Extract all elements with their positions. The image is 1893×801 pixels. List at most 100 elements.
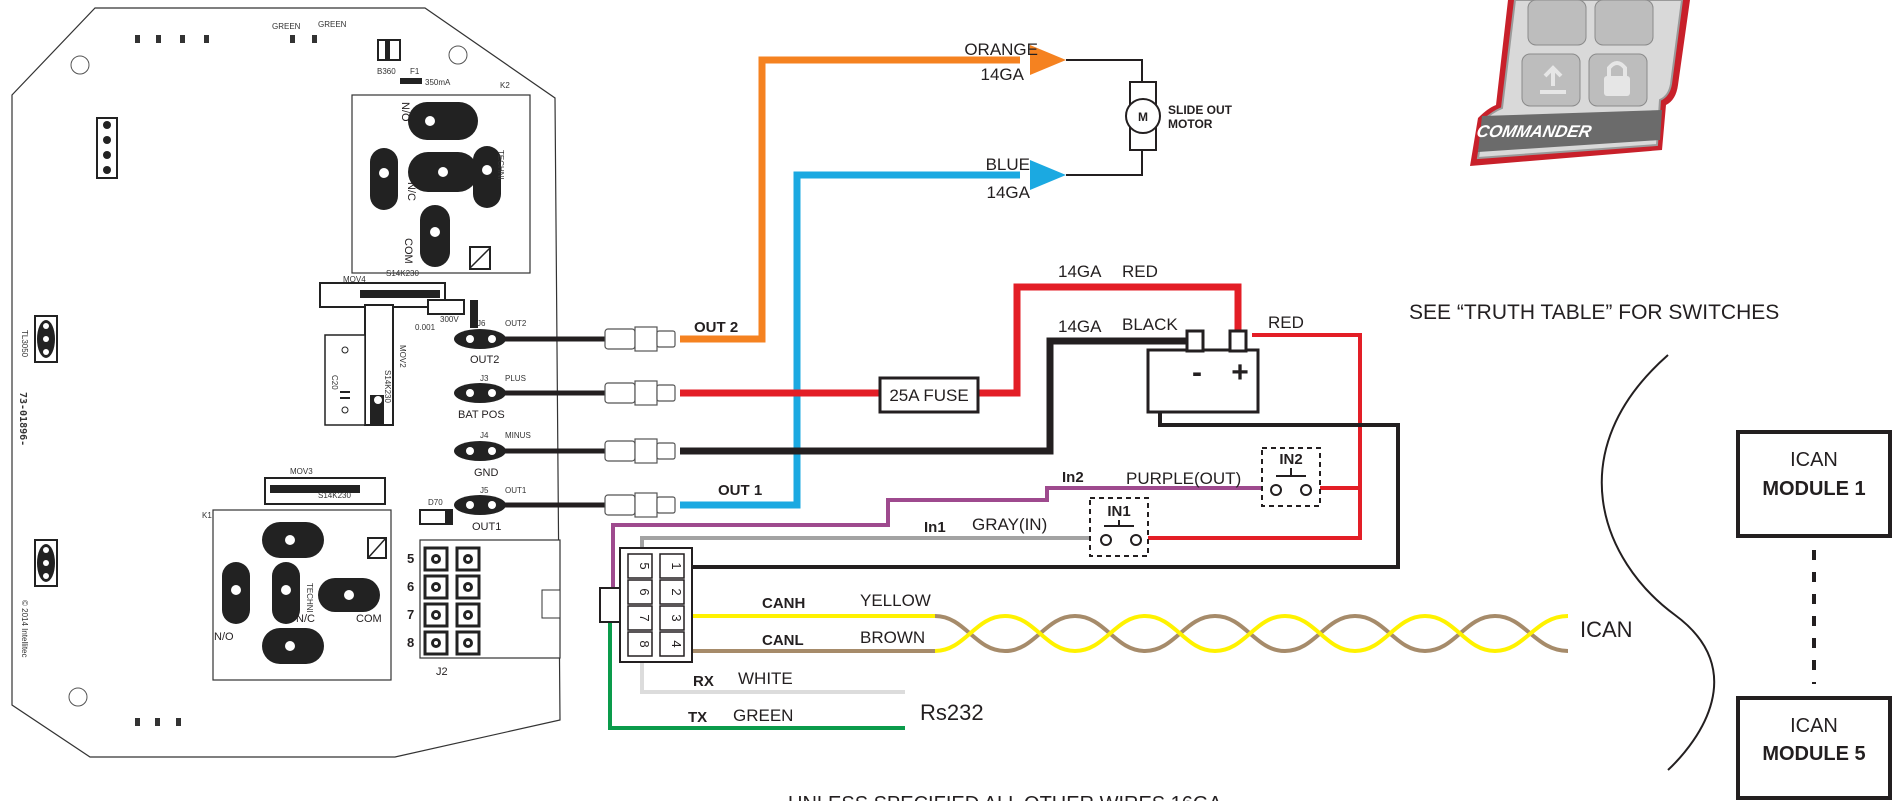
- wire-gray: [640, 536, 1100, 563]
- pin-label: 6: [637, 588, 652, 595]
- j2-pin-label: 5: [407, 551, 414, 566]
- terminal-silk: GND: [474, 467, 499, 479]
- cap-value: 0.001: [415, 323, 436, 332]
- rx-color-label: WHITE: [738, 669, 793, 688]
- fuse-label: F1: [410, 67, 420, 76]
- led-label: GREEN: [272, 22, 301, 31]
- ican-module-1: ICAN MODULE 1: [1736, 430, 1892, 538]
- relay-com: COM: [356, 613, 382, 625]
- mov3-part: S14K230: [318, 491, 351, 500]
- in1-wire-label: GRAY(IN): [972, 515, 1047, 534]
- motor-label: MOTOR: [1168, 117, 1213, 131]
- truth-table-note: SEE “TRUTH TABLE” FOR SWITCHES: [1409, 301, 1779, 324]
- module-line2: MODULE 5: [1762, 743, 1865, 765]
- cap-c20: C20: [330, 375, 339, 390]
- mov4-label: MOV4: [343, 275, 366, 284]
- pin-label: 8: [637, 640, 652, 647]
- regulator-bottom: [34, 539, 58, 587]
- switch-in1: IN1: [1089, 497, 1149, 557]
- terminal-name: MINUS: [505, 431, 531, 440]
- mov2-label: MOV2: [398, 345, 407, 368]
- canl-color-label: BROWN: [860, 628, 925, 647]
- mov2-part: S14K230: [383, 370, 392, 403]
- in1-label: In1: [924, 519, 946, 536]
- terminal-silk: BAT POS: [458, 409, 505, 421]
- relay-no: N/O: [214, 631, 234, 643]
- orange-color-label: ORANGE: [964, 40, 1038, 59]
- terminal-out2: J6 OUT2 OUT2: [454, 319, 527, 366]
- diode-d70-label: D70: [428, 498, 443, 507]
- fuse-rating: 350mA: [425, 78, 451, 87]
- switch-in1-label: IN1: [1107, 503, 1130, 520]
- relay-k2: K2 N/O N/C COM TECHNI: [351, 81, 531, 274]
- blue-color-label: BLUE: [986, 155, 1030, 174]
- regulator-top: TL3050: [20, 315, 58, 363]
- mount-hole: [448, 45, 468, 65]
- wire-labels: ORANGE 14GA BLUE 14GA OUT 2 OUT 1 14GA R…: [688, 40, 1633, 726]
- wire-blue: [680, 171, 1020, 509]
- terminal-silk: OUT2: [470, 354, 499, 366]
- ican-module-5: ICAN MODULE 5: [1736, 696, 1892, 800]
- mov4: MOV4 S14K230 0.001 300V: [319, 269, 478, 332]
- wire-black-14ga: [680, 337, 1194, 455]
- j2-pin-label: 7: [407, 607, 414, 622]
- module-bracket: [1600, 354, 1716, 771]
- arrow-orange: [1030, 45, 1066, 75]
- out1-label: OUT 1: [718, 482, 762, 499]
- rs232-label: Rs232: [920, 700, 984, 725]
- terminal-gnd: J4 MINUS GND: [454, 431, 531, 479]
- commander-logo: COMMANDER: [1470, 0, 1690, 166]
- module-line2: MODULE 1: [1762, 478, 1865, 500]
- regulator-label: TL3050: [20, 330, 29, 358]
- diode-d70: [419, 509, 453, 525]
- relay-nc: N/C: [296, 613, 315, 625]
- red-battery-label: RED: [1268, 313, 1304, 332]
- relay-k1: K1 N/O N/C COM TECHNI: [202, 509, 392, 681]
- cap-rating: 300V: [440, 315, 459, 324]
- red-gauge-label: 14GA: [1058, 262, 1102, 281]
- harness-connector: 5 1 6 2 7 3 8 4: [599, 547, 693, 663]
- motor-label: SLIDE OUT: [1168, 103, 1233, 117]
- wire-purple: [611, 486, 1272, 594]
- copyright: © 2014 Intellitec: [20, 600, 29, 657]
- switch-in2-label: IN2: [1279, 451, 1302, 468]
- motor-lead: [1066, 59, 1143, 82]
- control-board: GREEN GREEN B360 F1 350mA K2 N/O N/C: [11, 7, 561, 758]
- terminal-silk: OUT1: [472, 521, 501, 533]
- relay-nc: N/C: [405, 182, 417, 201]
- motor-lead: [1066, 150, 1143, 176]
- battery-plus: +: [1231, 356, 1249, 389]
- j2-pin-label: 6: [407, 579, 414, 594]
- fuse-f1: [400, 78, 422, 84]
- tx-color-label: GREEN: [733, 706, 793, 725]
- battery: - +: [1146, 329, 1260, 414]
- relay-no: N/O: [399, 102, 411, 122]
- relay-k1-label: K1: [202, 511, 212, 520]
- twisted-pair: [934, 613, 1569, 654]
- canh-color-label: YELLOW: [860, 591, 931, 610]
- out2-label: OUT 2: [694, 319, 738, 336]
- pin-label: 4: [669, 640, 684, 647]
- terminal-name: OUT2: [505, 319, 527, 328]
- terminal-name: OUT1: [505, 486, 527, 495]
- wire-red-battery: [1145, 333, 1362, 540]
- relay-coil: TECHNI: [305, 583, 314, 613]
- terminal-bat-pos: J3 PLUS BAT POS: [454, 374, 526, 421]
- j2-connector: 5 6 7 8 J2: [407, 539, 561, 678]
- in2-label: In2: [1062, 469, 1084, 486]
- terminal-out1: J5 OUT1 OUT1: [454, 486, 527, 533]
- terminal-code: J3: [480, 374, 489, 383]
- rx-label: RX: [693, 673, 714, 690]
- pin-label: 1: [669, 562, 684, 569]
- relay-coil: TECHNI: [496, 150, 505, 180]
- j2-label: J2: [436, 666, 448, 678]
- pin-label: 5: [637, 562, 652, 569]
- module-line1: ICAN: [1790, 715, 1838, 737]
- ring-terminals: [604, 326, 676, 518]
- canh-label: CANH: [762, 595, 805, 612]
- mov3-label: MOV3: [290, 467, 313, 476]
- logo-text: COMMANDER: [1475, 121, 1594, 141]
- arrow-blue: [1030, 160, 1066, 190]
- led-label: GREEN: [318, 20, 347, 29]
